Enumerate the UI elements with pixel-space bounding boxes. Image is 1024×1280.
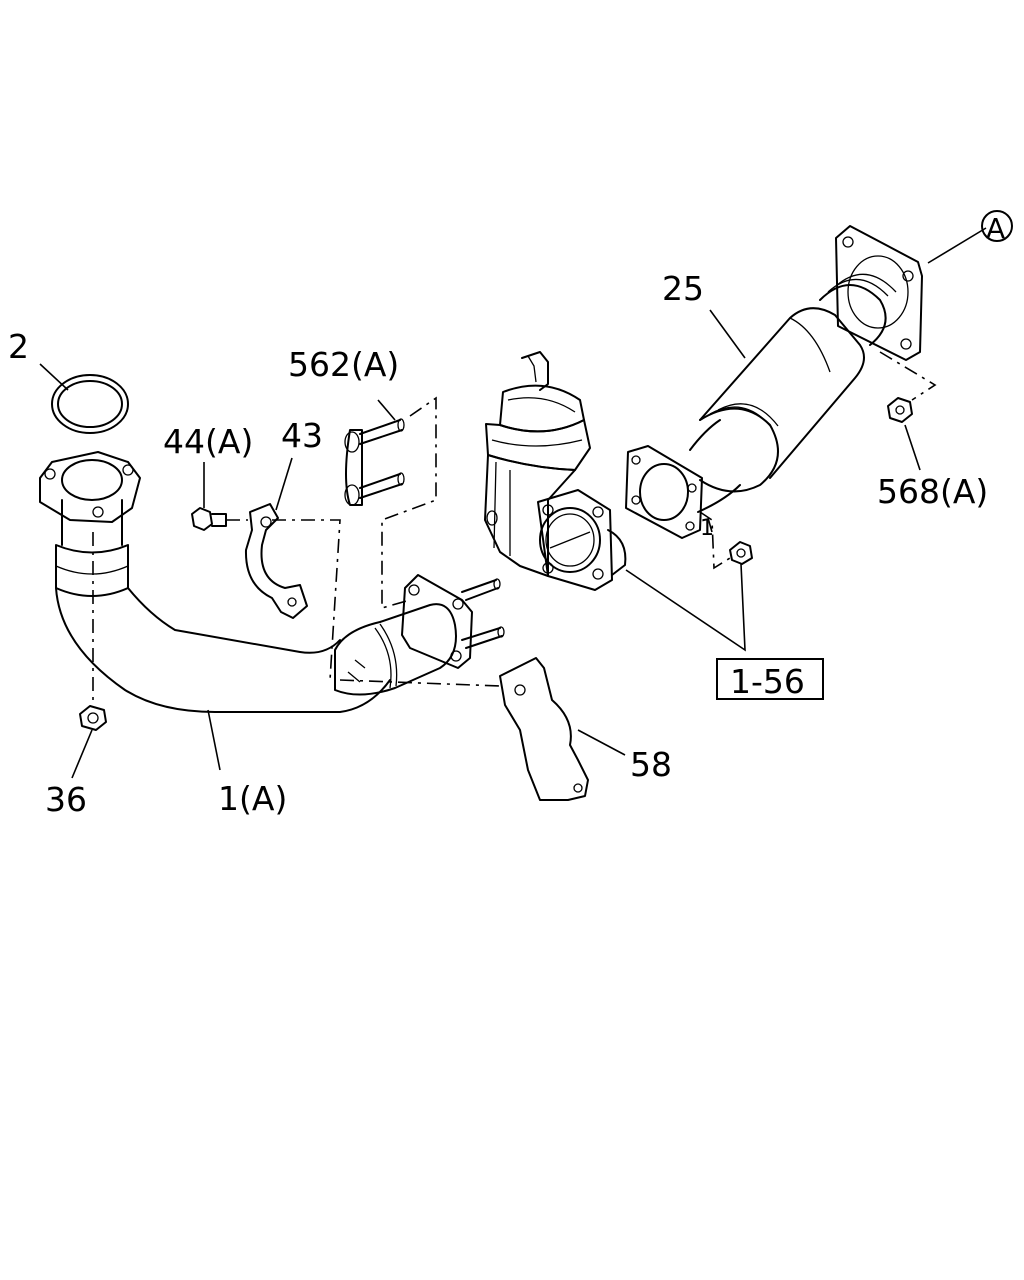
label-part-44: 44(A): [163, 422, 253, 461]
label-part-568: 568(A): [877, 472, 988, 511]
flange-nut: [79, 705, 107, 731]
label-part-58: 58: [630, 745, 672, 784]
gasket-ring: [51, 374, 129, 434]
pipe-clamp-bracket: [244, 503, 308, 619]
bolt: [191, 507, 227, 531]
flange-nut-568: [887, 397, 913, 423]
label-part-1a: 1(A): [218, 779, 287, 818]
label-assembly-1-56: 1-56: [730, 662, 805, 701]
label-part-2: 2: [8, 327, 29, 366]
reference-circle: [981, 210, 1013, 242]
flange-gasket: [625, 445, 703, 539]
label-part-36: 36: [45, 780, 87, 819]
valve-nut: [729, 541, 753, 565]
assembly-box: [716, 658, 824, 700]
u-bolt: [344, 418, 405, 506]
label-part-1: 1: [700, 516, 714, 541]
label-part-25: 25: [662, 269, 704, 308]
label-part-43: 43: [281, 416, 323, 455]
catalytic-converter-pipe: [689, 225, 923, 513]
exhaust-brake-valve: [484, 351, 627, 591]
label-reference-a: A: [986, 212, 1005, 245]
stay-bracket: [499, 657, 589, 801]
front-exhaust-pipe: [39, 451, 505, 713]
label-part-562: 562(A): [288, 345, 399, 384]
